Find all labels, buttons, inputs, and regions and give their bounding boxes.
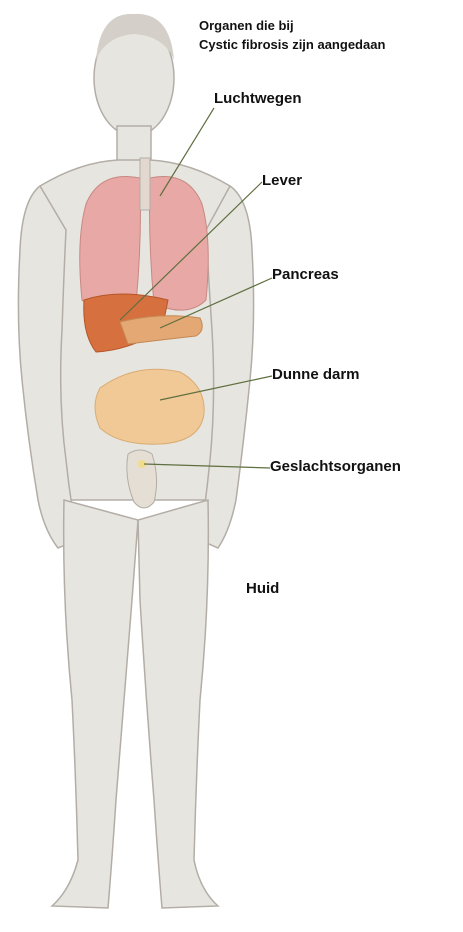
label-small-intestine: Dunne darm — [272, 366, 360, 383]
label-airways: Luchtwegen — [214, 90, 302, 107]
trachea-organ — [140, 158, 150, 210]
diagram-title-line-1: Organen die bij — [199, 16, 385, 35]
label-pancreas: Pancreas — [272, 266, 339, 283]
diagram-title: Organen die bij Cystic fibrosis zijn aan… — [199, 16, 385, 54]
label-reproductive-organs: Geslachtsorganen — [270, 458, 401, 475]
label-skin: Huid — [246, 580, 279, 597]
small-intestine-organ — [95, 369, 204, 444]
diagram-title-line-2: Cystic fibrosis zijn aangedaan — [199, 35, 385, 54]
label-liver: Lever — [262, 172, 302, 189]
